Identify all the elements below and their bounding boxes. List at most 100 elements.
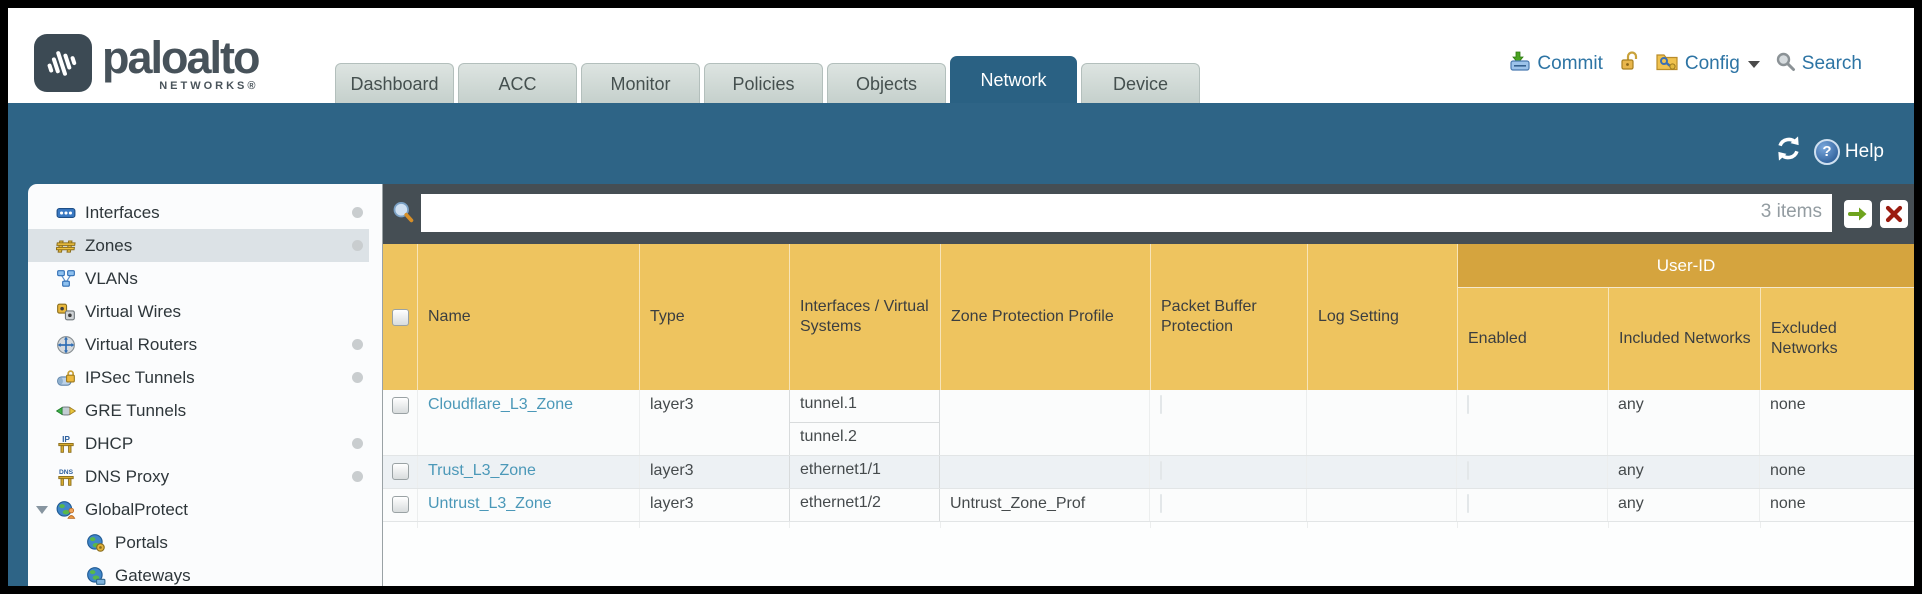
ipsec-tunnels-icon <box>55 367 76 388</box>
enabled-checkbox[interactable] <box>1467 494 1469 513</box>
sidebar-item-vlans[interactable]: VLANs <box>28 262 369 295</box>
sidebar-item-label: IPSec Tunnels <box>85 367 195 387</box>
interface-entry: ethernet1/1 <box>800 461 881 478</box>
sidebar-item-gateways[interactable]: Gateways <box>28 559 369 586</box>
sidebar-item-dns-proxy[interactable]: DNS DNS Proxy <box>28 460 369 493</box>
status-dot <box>352 471 363 482</box>
sidebar-item-interfaces[interactable]: Interfaces <box>28 196 369 229</box>
sidebar-item-label: GRE Tunnels <box>85 400 187 420</box>
sidebar-item-zones[interactable]: Zones <box>28 229 369 262</box>
virtual-wires-icon <box>55 301 76 322</box>
included-networks-cell: any <box>1608 390 1760 455</box>
column-header-enabled[interactable]: Enabled <box>1458 244 1609 390</box>
teal-band: ? Help <box>8 103 1914 184</box>
sidebar-item-label: DNS Proxy <box>85 466 170 486</box>
zone-name-link[interactable]: Untrust_L3_Zone <box>428 495 552 512</box>
virtual-routers-icon <box>55 334 76 355</box>
packet-buffer-checkbox[interactable] <box>1160 494 1162 513</box>
filter-search-icon <box>390 199 417 231</box>
enabled-checkbox[interactable] <box>1467 395 1469 414</box>
top-actions: Commit Config <box>1509 50 1862 78</box>
tab-monitor[interactable]: Monitor <box>581 63 700 103</box>
refresh-icon[interactable] <box>1775 135 1802 168</box>
sidebar-item-portals[interactable]: Portals <box>28 526 369 559</box>
tab-dashboard[interactable]: Dashboard <box>335 63 454 103</box>
sidebar-item-dhcp[interactable]: IP DHCP <box>28 427 369 460</box>
table-row[interactable]: Cloudflare_L3_Zone layer3 tunnel.1 tunne… <box>383 390 1914 456</box>
help-icon: ? <box>1813 138 1840 165</box>
brand-networks-label: NETWORKS® <box>159 80 259 92</box>
sidebar-item-label: Virtual Wires <box>85 301 182 321</box>
sidebar-item-virtual-routers[interactable]: Virtual Routers <box>28 328 369 361</box>
status-dot <box>352 240 363 251</box>
zone-interfaces-cell: ethernet1/1 <box>789 456 940 488</box>
filter-bar: 3 items <box>383 184 1914 244</box>
interface-entry: tunnel.2 <box>800 428 857 445</box>
column-header-name[interactable]: Name <box>418 244 640 390</box>
row-checkbox[interactable] <box>391 463 409 480</box>
row-checkbox[interactable] <box>391 496 409 513</box>
table-row[interactable]: Trust_L3_Zone layer3 ethernet1/1 any non… <box>383 456 1914 489</box>
sidebar-item-label: Interfaces <box>85 202 160 222</box>
user-id-enabled-cell <box>1457 456 1608 488</box>
tab-device[interactable]: Device <box>1081 63 1200 103</box>
excluded-networks-cell: none <box>1770 462 1806 479</box>
row-checkbox[interactable] <box>391 397 409 414</box>
config-menu[interactable]: Config <box>1655 50 1760 78</box>
content-area: Interfaces Zones VLANs Virtua <box>8 184 1914 586</box>
column-header-zone-protection[interactable]: Zone Protection Profile <box>941 244 1151 390</box>
user-id-enabled-cell <box>1457 390 1608 455</box>
zone-name-link[interactable]: Trust_L3_Zone <box>428 462 536 479</box>
sidebar-item-label: Portals <box>115 532 168 552</box>
log-setting-cell <box>1307 456 1457 488</box>
sidebar-item-virtual-wires[interactable]: Virtual Wires <box>28 295 369 328</box>
sidebar-item-label: Zones <box>85 235 133 255</box>
tab-acc[interactable]: ACC <box>458 63 577 103</box>
column-header-excluded-networks[interactable]: Excluded Networks <box>1771 320 1838 357</box>
tab-objects[interactable]: Objects <box>827 63 946 103</box>
config-label: Config <box>1684 53 1740 74</box>
tab-policies[interactable]: Policies <box>704 63 823 103</box>
network-sidebar: Interfaces Zones VLANs Virtua <box>28 184 383 586</box>
zones-icon <box>55 235 76 256</box>
status-dot <box>352 207 363 218</box>
column-header-packet-buffer[interactable]: Packet Buffer Protection <box>1151 244 1308 390</box>
status-dot <box>352 372 363 383</box>
zone-type-cell: layer3 <box>640 456 790 488</box>
packet-buffer-checkbox[interactable] <box>1160 395 1162 414</box>
portals-icon <box>85 532 106 553</box>
column-header-type[interactable]: Type <box>640 244 790 390</box>
expand-triangle-icon[interactable] <box>36 506 48 514</box>
sidebar-item-globalprotect[interactable]: GlobalProtect <box>28 493 369 526</box>
commit-button[interactable]: Commit <box>1509 50 1603 78</box>
table-header: Name Type Interfaces / Virtual Systems Z… <box>383 244 1914 390</box>
select-all-checkbox[interactable] <box>391 308 409 326</box>
log-setting-cell <box>1307 390 1457 455</box>
dns-proxy-icon: DNS <box>55 466 76 487</box>
table-row[interactable]: Untrust_L3_Zone layer3 ethernet1/2 Untru… <box>383 489 1914 522</box>
zone-name-link[interactable]: Cloudflare_L3_Zone <box>428 396 573 413</box>
tab-network[interactable]: Network <box>950 56 1077 103</box>
table-column-tails <box>383 522 1914 528</box>
included-networks-cell: any <box>1608 456 1760 488</box>
column-header-included-networks[interactable]: Included Networks <box>1609 244 1761 390</box>
help-button[interactable]: ? Help <box>1813 138 1884 165</box>
user-id-group-header: User-ID <box>1458 244 1914 288</box>
sidebar-item-gre-tunnels[interactable]: GRE Tunnels <box>28 394 369 427</box>
excluded-networks-cell: none <box>1770 396 1806 413</box>
unlock-icon[interactable] <box>1618 50 1640 78</box>
status-dot <box>352 339 363 350</box>
dhcp-icon: IP <box>55 433 76 454</box>
gre-tunnels-icon <box>55 400 76 421</box>
packet-buffer-checkbox[interactable] <box>1160 461 1162 480</box>
svg-text:DNS: DNS <box>58 469 73 476</box>
clear-filter-button[interactable] <box>1880 200 1908 228</box>
apply-filter-button[interactable] <box>1844 200 1872 228</box>
included-networks-cell: any <box>1608 489 1760 521</box>
global-search-button[interactable]: Search <box>1775 51 1862 78</box>
column-header-log-setting[interactable]: Log Setting <box>1308 244 1458 390</box>
enabled-checkbox[interactable] <box>1467 461 1469 480</box>
sidebar-item-ipsec-tunnels[interactable]: IPSec Tunnels <box>28 361 369 394</box>
column-header-interfaces[interactable]: Interfaces / Virtual Systems <box>790 244 941 390</box>
filter-input[interactable] <box>421 194 1832 232</box>
